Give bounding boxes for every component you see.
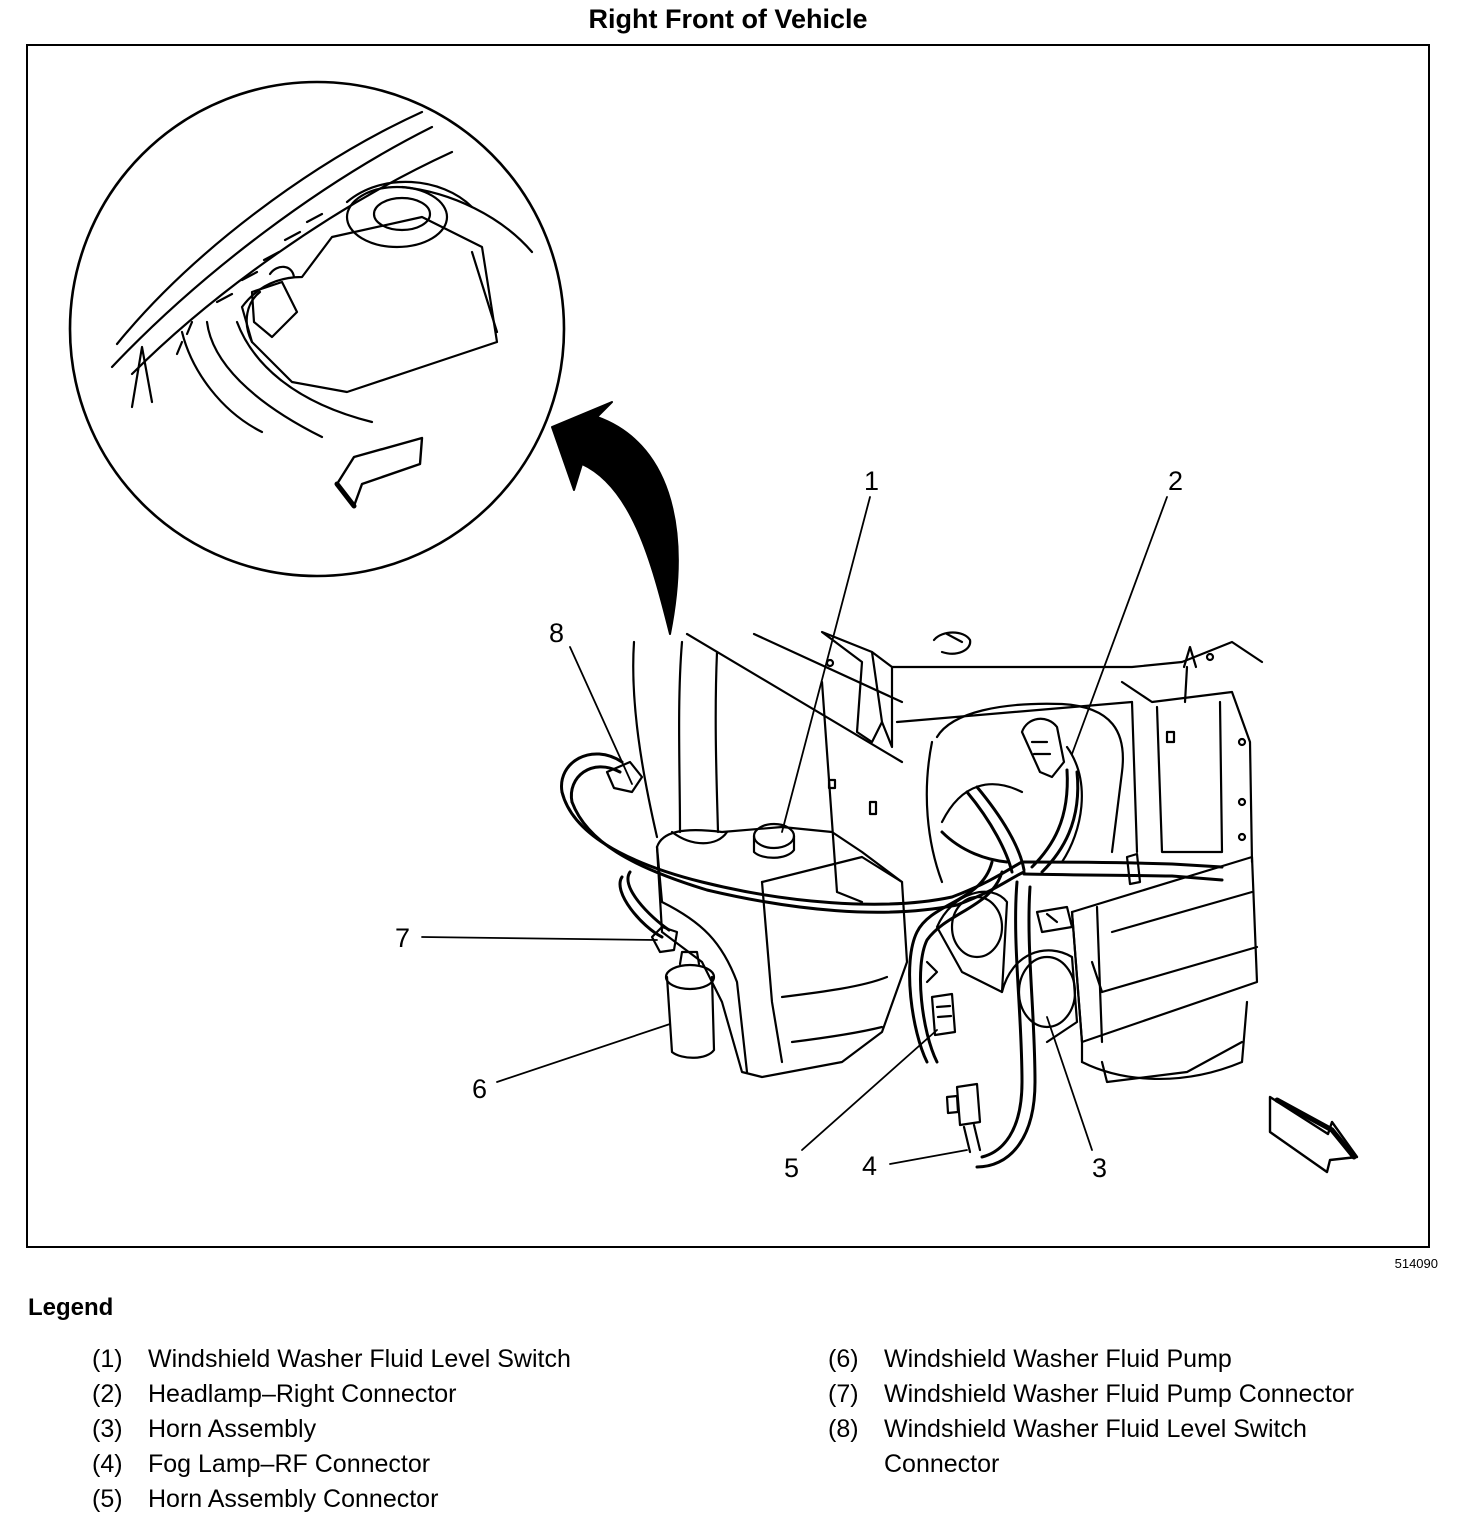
legend-item: (1) Windshield Washer Fluid Level Switch [92, 1342, 732, 1377]
engine-bay-illustration: 1 2 3 4 5 6 7 8 [68, 80, 1359, 1183]
leader-8 [569, 646, 633, 785]
legend-item: (3) Horn Assembly [92, 1412, 732, 1447]
legend-text: Windshield Washer Fluid Level Switch Con… [884, 1415, 1307, 1478]
legend-number: (3) [92, 1415, 123, 1443]
legend-item: (5) Horn Assembly Connector [92, 1482, 732, 1517]
legend-item: (4) Fog Lamp–RF Connector [92, 1447, 732, 1482]
legend-item: (2) Headlamp–Right Connector [92, 1377, 732, 1412]
callout-6: 6 [472, 1074, 487, 1104]
legend-number: (4) [92, 1450, 123, 1478]
legend-number: (5) [92, 1485, 123, 1513]
leader-6 [496, 1023, 671, 1083]
legend-column-right: (6) Windshield Washer Fluid Pump (7) Win… [828, 1342, 1428, 1482]
leader-4 [889, 1149, 968, 1165]
legend-number: (2) [92, 1380, 123, 1408]
callout-4: 4 [862, 1151, 877, 1181]
figure-title: Right Front of Vehicle [588, 4, 868, 34]
figure-id: 514090 [1394, 1256, 1438, 1271]
legend-text: Headlamp–Right Connector [148, 1380, 457, 1408]
diagram-frame: 1 2 3 4 5 6 7 8 [26, 44, 1430, 1248]
frame-rail [685, 630, 1264, 904]
legend-column-left: (1) Windshield Washer Fluid Level Switch… [92, 1342, 732, 1517]
callout-3: 3 [1092, 1153, 1107, 1183]
bumper-beam [1070, 855, 1259, 1084]
connectors [605, 760, 1142, 1154]
legend-item: (7) Windshield Washer Fluid Pump Connect… [828, 1377, 1428, 1412]
wiring-harness [560, 752, 1224, 1169]
legend-text: Horn Assembly Connector [148, 1485, 439, 1513]
legend-text: Windshield Washer Fluid Pump [884, 1345, 1232, 1373]
leader-5 [801, 1029, 938, 1151]
leader-1 [781, 496, 871, 833]
legend-text: Horn Assembly [148, 1415, 317, 1443]
legend-number: (7) [828, 1380, 859, 1408]
direction-arrow [1268, 1095, 1359, 1174]
leader-7 [421, 936, 658, 941]
detail-inset-view [68, 80, 566, 578]
legend-text: Windshield Washer Fluid Pump Connector [884, 1380, 1355, 1408]
callout-5: 5 [784, 1153, 799, 1183]
horn-assembly [925, 890, 1079, 1044]
legend-item: (8) Windshield Washer Fluid Level Switch… [828, 1412, 1428, 1482]
legend-number: (6) [828, 1345, 859, 1373]
legend-text: Fog Lamp–RF Connector [148, 1450, 431, 1478]
callout-2: 2 [1168, 466, 1183, 496]
callout-7: 7 [395, 923, 410, 953]
headlamp-housing [925, 702, 1124, 884]
callout-1: 1 [864, 466, 879, 496]
leader-3 [1046, 1016, 1093, 1151]
legend-item: (6) Windshield Washer Fluid Pump [828, 1342, 1428, 1377]
callout-8: 8 [549, 618, 564, 648]
leader-lines [421, 496, 1168, 1165]
legend-number: (8) [828, 1415, 859, 1443]
legend-number: (1) [92, 1345, 123, 1373]
leader-2 [1071, 496, 1168, 755]
zoom-arrow [551, 401, 679, 635]
legend-text: Windshield Washer Fluid Level Switch [148, 1345, 571, 1373]
washer-reservoir [632, 640, 909, 1079]
legend-title: Legend [28, 1294, 114, 1321]
